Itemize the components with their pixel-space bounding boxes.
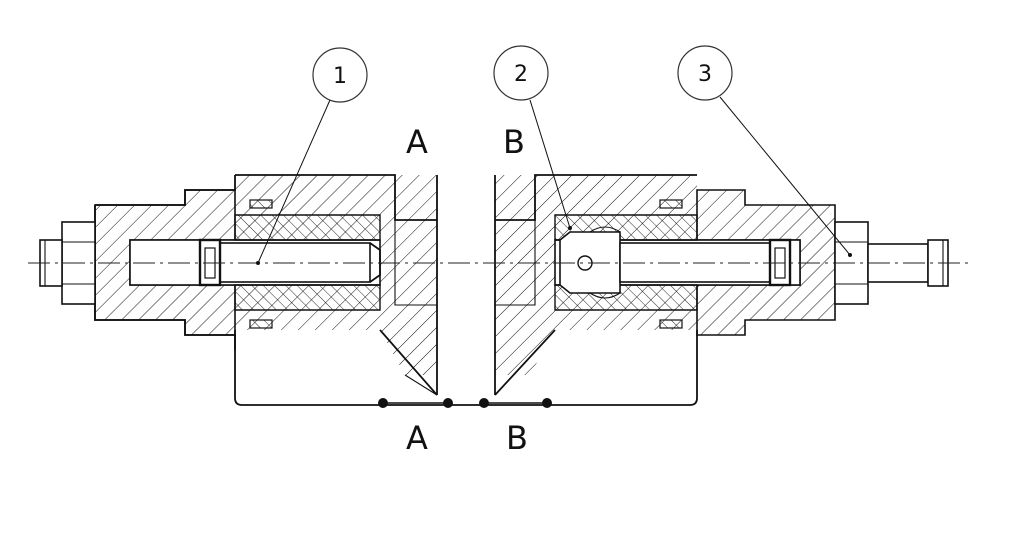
port-label-top-b: B (503, 123, 525, 161)
callout-3-number: 3 (698, 62, 712, 87)
port-label-bottom-a: A (406, 419, 428, 457)
port-seals (378, 398, 552, 408)
callout-3: 3 (677, 45, 733, 101)
port-label-bottom-b: B (506, 419, 528, 457)
callout-1-number: 1 (333, 64, 347, 89)
port-label-top-a: A (406, 123, 428, 161)
callout-leaders (256, 96, 852, 265)
callout-2: 2 (493, 45, 549, 101)
callout-1: 1 (312, 47, 368, 103)
callout-2-number: 2 (514, 62, 528, 87)
